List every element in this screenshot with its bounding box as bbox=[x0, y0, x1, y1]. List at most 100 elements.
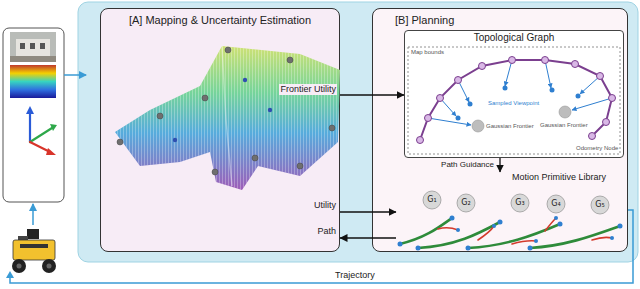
art-circle bbox=[559, 106, 571, 118]
frontier-label-holder: Gaussian Frontier bbox=[486, 122, 534, 130]
art-circle bbox=[509, 57, 516, 64]
art-path bbox=[592, 237, 612, 240]
art-g bbox=[423, 191, 609, 214]
art-circle bbox=[558, 222, 563, 227]
art-circle bbox=[597, 73, 604, 80]
art-g bbox=[472, 106, 571, 132]
edge-label: Path bbox=[316, 226, 337, 237]
odometry-label-holder: Odometry Node bbox=[576, 144, 618, 152]
art-line bbox=[440, 98, 456, 116]
art-circle bbox=[17, 264, 22, 269]
art-circle bbox=[603, 119, 610, 126]
art-polygon bbox=[115, 46, 340, 190]
art-circle bbox=[117, 139, 123, 145]
axes-icon bbox=[26, 106, 57, 155]
art-rect bbox=[27, 229, 39, 239]
goal-label: G₃ bbox=[515, 198, 524, 208]
art-circle bbox=[437, 95, 444, 102]
art-circle bbox=[455, 77, 462, 84]
art-circle bbox=[425, 115, 432, 122]
frontier-label-holder: Gaussian Frontier bbox=[540, 121, 588, 129]
art-g bbox=[398, 216, 623, 251]
art-circle bbox=[416, 246, 421, 251]
planning-panel: [B] Planning Topo bbox=[372, 8, 628, 252]
sensor-box bbox=[3, 28, 64, 202]
outer-panel bbox=[78, 2, 638, 262]
edge-label-holder: Frontier Utility bbox=[279, 84, 337, 95]
art-path bbox=[400, 218, 452, 244]
node-title: Motion Primitive Library bbox=[512, 172, 606, 183]
art-circle bbox=[268, 108, 272, 112]
art-circle bbox=[202, 95, 208, 101]
art-circle bbox=[591, 196, 609, 214]
art-g bbox=[400, 218, 620, 248]
edge-label-holder: Utility bbox=[313, 200, 337, 211]
goal-label: G₁ bbox=[427, 195, 436, 205]
art-path bbox=[438, 228, 458, 230]
art-circle bbox=[468, 102, 473, 107]
sensor-arrow bbox=[64, 74, 86, 76]
map-bounds-label-holder: Map bounds bbox=[411, 48, 444, 56]
goal-label: G₄ bbox=[551, 199, 560, 209]
goal-label-holder: G₄ bbox=[546, 199, 566, 209]
art-polygon bbox=[115, 46, 340, 190]
art-g bbox=[428, 60, 612, 125]
art-circle bbox=[511, 194, 529, 212]
art-line bbox=[545, 60, 551, 88]
art-rect bbox=[30, 43, 35, 49]
edge-label: Frontier Utility bbox=[279, 84, 337, 95]
art-line bbox=[30, 142, 50, 152]
art-circle bbox=[466, 246, 471, 251]
art-circle bbox=[252, 155, 258, 161]
art-circle bbox=[492, 224, 496, 228]
frontier-label: Gaussian Frontier bbox=[486, 122, 534, 130]
art-g bbox=[173, 78, 272, 142]
goal-label: G₂ bbox=[461, 198, 470, 208]
art-circle bbox=[610, 236, 614, 240]
art-line bbox=[580, 76, 600, 94]
edge-label: Path Guidance bbox=[440, 160, 495, 170]
art-rect bbox=[13, 240, 55, 260]
art-path bbox=[26, 106, 34, 114]
art-circle bbox=[498, 220, 503, 225]
goal-label-holder: G₅ bbox=[590, 200, 610, 210]
art-g bbox=[438, 218, 612, 244]
art-circle bbox=[472, 120, 484, 132]
art-circle bbox=[417, 137, 424, 144]
mapping-panel: [A] Mapping & Uncertainty Estimation bbox=[100, 8, 340, 252]
edge-label: Utility bbox=[313, 200, 337, 211]
art-circle bbox=[542, 57, 549, 64]
art-g bbox=[456, 86, 581, 121]
art-line bbox=[458, 80, 469, 102]
node-title: [B] Planning bbox=[395, 14, 454, 27]
art-circle bbox=[398, 242, 403, 247]
art-circle bbox=[609, 95, 616, 102]
art-circle bbox=[534, 239, 538, 243]
art-circle bbox=[450, 216, 455, 221]
art-polyline bbox=[420, 60, 612, 140]
art-path bbox=[46, 148, 56, 155]
art-circle bbox=[479, 63, 486, 70]
viewpoint-label: Sampled Viewpoint bbox=[488, 99, 539, 107]
art-circle bbox=[589, 133, 596, 140]
art-g bbox=[117, 47, 335, 175]
art-circle bbox=[243, 78, 247, 82]
art-circle bbox=[456, 228, 460, 232]
node-title: [A] Mapping & Uncertainty Estimation bbox=[129, 14, 311, 27]
art-line bbox=[29, 112, 31, 142]
depth-image bbox=[10, 65, 56, 98]
art-rect bbox=[40, 43, 45, 49]
art-line bbox=[428, 118, 471, 125]
trajectory-label-holder: Trajectory bbox=[335, 270, 375, 281]
trajectory-head bbox=[6, 271, 14, 278]
art-rect bbox=[20, 244, 48, 248]
art-circle bbox=[618, 224, 623, 229]
art-circle bbox=[157, 113, 163, 119]
art-circle bbox=[42, 259, 56, 273]
art-circle bbox=[329, 125, 335, 131]
art-circle bbox=[576, 94, 581, 99]
art-circle bbox=[528, 246, 533, 251]
flow-arrow bbox=[340, 94, 404, 95]
art-path bbox=[418, 222, 500, 248]
